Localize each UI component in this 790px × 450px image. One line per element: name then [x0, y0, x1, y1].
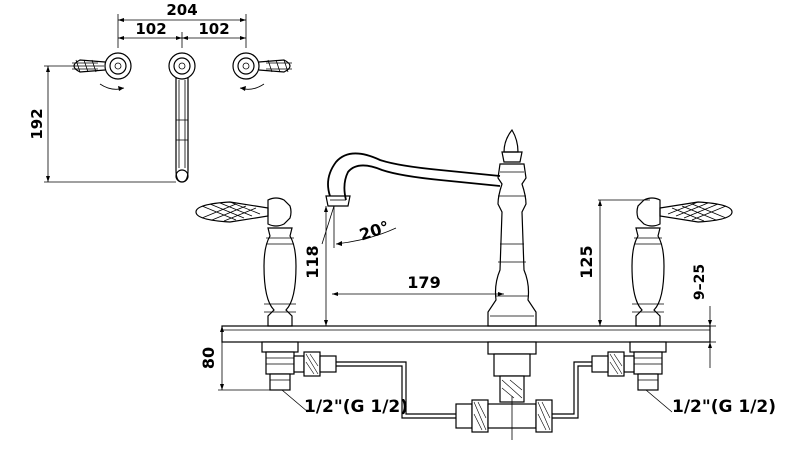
right-handle-plan: [232, 52, 292, 91]
dim-handle-height: 125: [577, 245, 596, 278]
dim-spout-height-group: 118: [303, 206, 328, 326]
dim-spout-height: 118: [303, 245, 322, 278]
dim-angle-group: 20°: [321, 205, 397, 248]
dim-top-right: 102: [198, 20, 229, 38]
dim-spout-reach: 179: [407, 273, 440, 292]
spout-plan: [168, 52, 196, 183]
dim-handle-height-group: 125: [577, 199, 650, 326]
dim-angle: 20°: [357, 217, 392, 244]
top-view: 204 102 102: [28, 1, 292, 183]
dim-reach-group: 179: [332, 273, 504, 296]
spout-body: [325, 128, 553, 440]
left-handle-plan: [72, 52, 132, 91]
left-valve: [195, 197, 456, 419]
right-valve: [548, 197, 733, 419]
dim-height-left: 192: [28, 108, 46, 139]
dim-below-deck-group: 80: [199, 326, 270, 391]
dim-deck-range-group: 9–25: [692, 264, 716, 368]
deck-plate: [221, 325, 711, 343]
thread-label-right: 1/2"(G 1/2): [672, 397, 776, 417]
dim-deck-range: 9–25: [692, 264, 708, 300]
thread-label-left: 1/2"(G 1/2): [304, 397, 408, 417]
dim-top-left: 102: [135, 20, 166, 38]
front-view: 118 20° 179 125: [195, 128, 776, 440]
dim-top-total: 204: [166, 1, 197, 19]
dim-below-deck: 80: [199, 347, 218, 369]
